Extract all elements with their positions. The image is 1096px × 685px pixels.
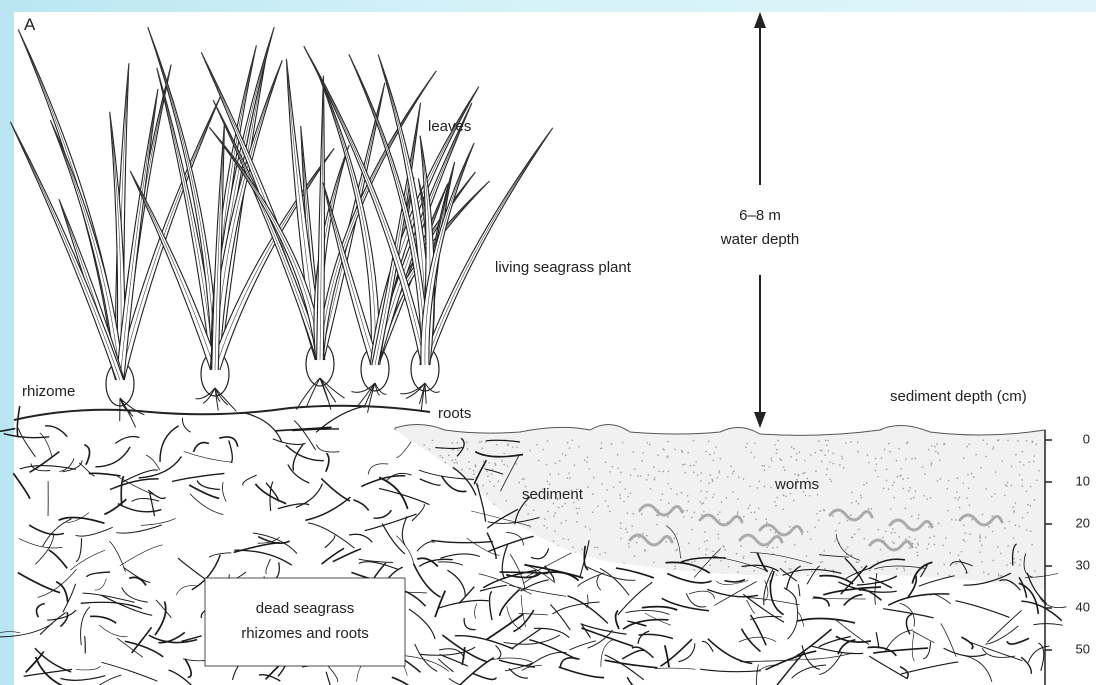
- label-dead-seagrass-line1: dead seagrass: [256, 600, 354, 617]
- depth-tick-label: 10: [1076, 473, 1090, 488]
- label-leaves: leaves: [428, 118, 471, 135]
- label-rhizome: rhizome: [22, 383, 75, 400]
- label-living-seagrass-plant: living seagrass plant: [495, 259, 632, 276]
- label-roots: roots: [438, 405, 471, 422]
- dead-seagrass-label-box: [205, 578, 405, 666]
- depth-tick-label: 40: [1076, 599, 1090, 614]
- panel-letter: A: [24, 15, 36, 34]
- label-worms: worms: [774, 476, 819, 493]
- label-water-depth-value: 6–8 m: [739, 207, 781, 224]
- label-water-depth: water depth: [720, 231, 799, 248]
- label-dead-seagrass-line2: rhizomes and roots: [241, 625, 369, 642]
- depth-tick-label: 50: [1076, 641, 1090, 656]
- label-sediment-depth: sediment depth (cm): [890, 388, 1027, 405]
- depth-tick-label: 20: [1076, 515, 1090, 530]
- depth-tick-label: 0: [1083, 431, 1090, 446]
- label-sediment: sediment: [522, 486, 584, 503]
- depth-tick-label: 30: [1076, 557, 1090, 572]
